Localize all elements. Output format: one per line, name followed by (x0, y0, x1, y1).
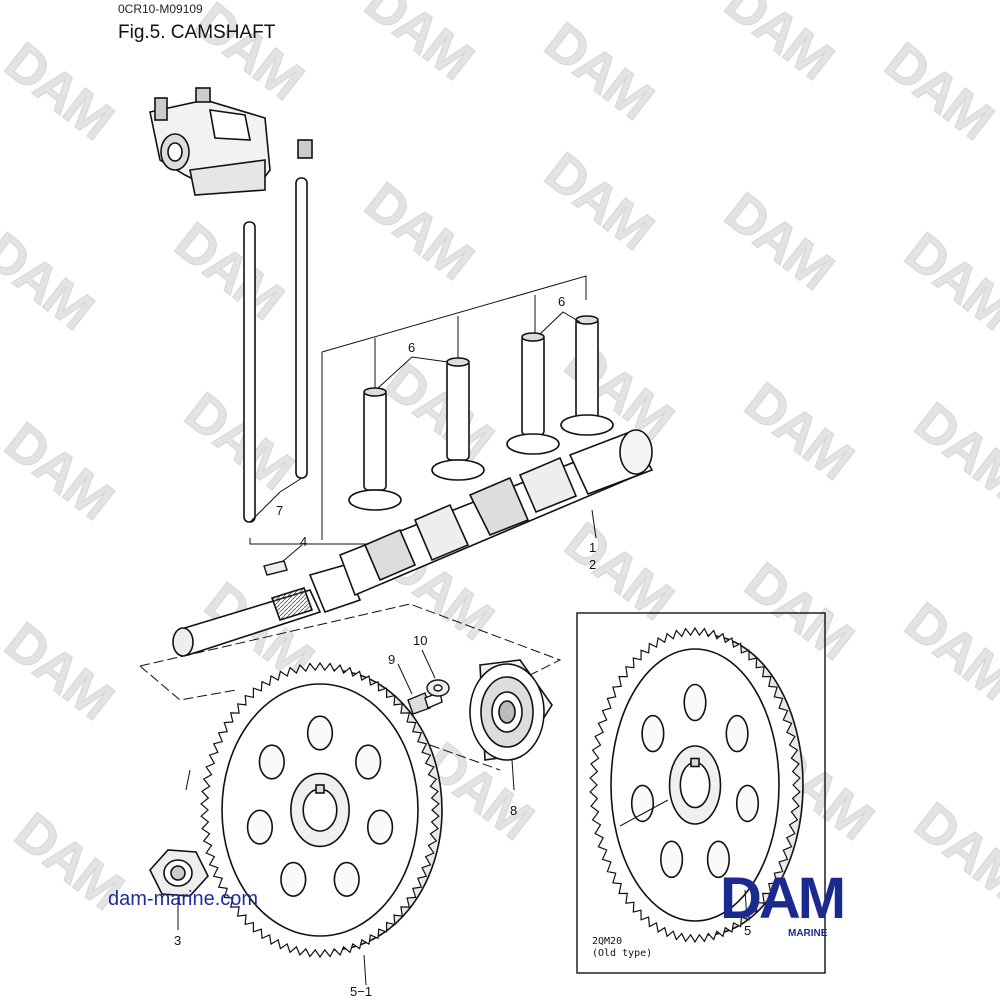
callout-8: 8 (510, 803, 517, 818)
callout-6a: 6 (408, 340, 415, 355)
callout-1: 1 (589, 540, 596, 555)
callout-9: 9 (388, 652, 395, 667)
callout-3: 3 (174, 933, 181, 948)
tappets (348, 315, 614, 511)
old-type-gear (589, 626, 804, 944)
push-rods (243, 177, 308, 523)
inset-frame (576, 612, 826, 974)
callout-7: 7 (276, 503, 283, 518)
key-part (263, 560, 288, 576)
inset-caption: 2QM20 (Old type) (592, 936, 652, 960)
inset-note: (Old type) (592, 948, 653, 959)
callout-5-1: 5−1 (350, 984, 372, 999)
figure-title: Fig.5. CAMSHAFT (118, 22, 276, 43)
callout-4: 4 (300, 534, 307, 549)
inset-model: 2QM20 (592, 936, 623, 947)
hex-nut (149, 849, 209, 897)
brand-logo: DAM MARINE (720, 866, 900, 940)
logo-subtext: MARINE (788, 928, 828, 939)
camshaft-gear (200, 661, 443, 959)
ball-bearing (469, 659, 553, 761)
callout-6b: 6 (558, 294, 565, 309)
logo-text: DAM (720, 866, 846, 931)
callout-2: 2 (589, 557, 596, 572)
bolt-and-washer (407, 679, 450, 715)
callout-10: 10 (413, 633, 427, 648)
rocker-arm-assembly (149, 87, 313, 196)
camshaft (172, 429, 654, 657)
website-link[interactable]: dam-marine.com (108, 888, 259, 910)
callout-5: 5 (744, 923, 751, 938)
document-code: 0CR10-M09109 (118, 2, 203, 16)
